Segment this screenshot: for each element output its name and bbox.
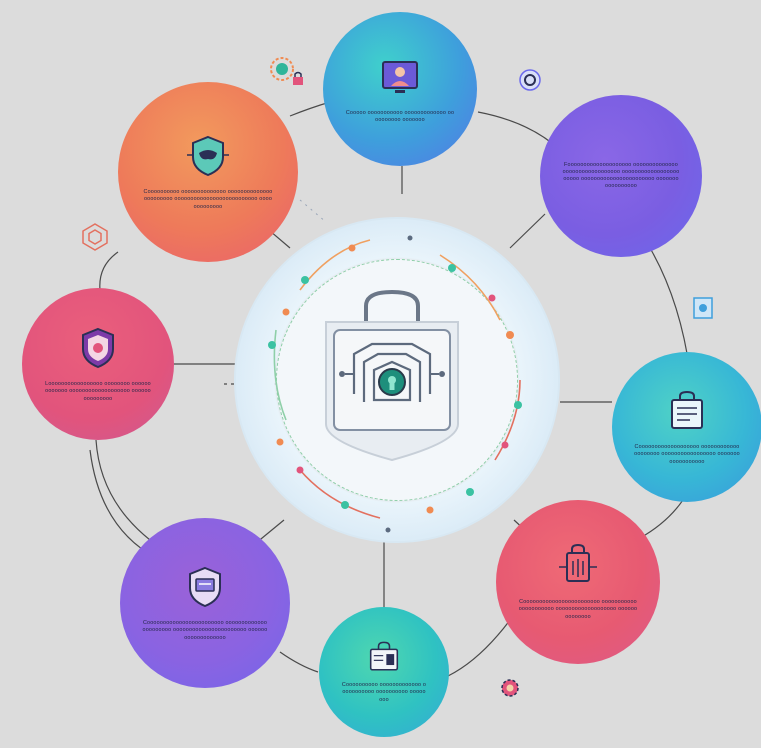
node-left-text: Looooooooooooooooo oooooooo oooooooooooo… bbox=[45, 381, 151, 402]
ring-dot bbox=[426, 506, 434, 514]
ring-vine-topright bbox=[439, 254, 501, 321]
ring-vine-left bbox=[273, 329, 287, 421]
node-bottom: Coooooooooo ooooooooooooo ooooooooooo oo… bbox=[319, 607, 449, 737]
connector-bottom-bottomleft bbox=[279, 651, 319, 673]
ring-dot bbox=[296, 466, 304, 474]
gear-icon bbox=[501, 679, 519, 697]
hexagon-network-icon bbox=[82, 223, 108, 251]
ring-dot bbox=[466, 488, 474, 496]
ring-dot bbox=[341, 501, 349, 509]
ring-dot bbox=[348, 244, 356, 252]
ring-dot bbox=[501, 441, 509, 449]
connector-left-topleft bbox=[99, 251, 119, 291]
circuit-lock-icon bbox=[559, 544, 597, 583]
ring-dots bbox=[268, 235, 522, 533]
ring-dot bbox=[385, 527, 391, 533]
node-top-right-text: Foooooooooooooooooooo oooooooooooooo ooo… bbox=[562, 161, 680, 190]
badge-lock-icon bbox=[369, 641, 399, 671]
ring-dot bbox=[276, 438, 284, 446]
digital-shield-icon bbox=[693, 297, 713, 319]
node-top-text: Cooooo ooooooooooo ooooooooooooo ooooooo… bbox=[345, 109, 455, 123]
shield-mask-icon bbox=[187, 136, 229, 177]
ring-dot bbox=[407, 235, 413, 241]
node-bottom-left: Coooooooooooooooooooooooo oooooooooooooo… bbox=[120, 518, 290, 688]
node-bottom-left-text: Coooooooooooooooooooooooo oooooooooooooo… bbox=[142, 620, 268, 641]
node-bottom-right-text: Coooooooooooooooooooooooo oooooooooooooo… bbox=[518, 599, 638, 620]
node-right: Cooooooooooooooooooo ooooooooooooooooooo… bbox=[612, 352, 761, 502]
ring-vine-bottom bbox=[299, 469, 381, 519]
node-top: Cooooo ooooooooooo ooooooooooooo ooooooo… bbox=[323, 12, 477, 166]
shield-lock-circuit-icon bbox=[325, 289, 459, 462]
shield-badge-icon bbox=[82, 328, 114, 369]
node-bottom-text: Coooooooooo ooooooooooooo ooooooooooo oo… bbox=[341, 682, 427, 703]
dashed-topleft bbox=[299, 199, 327, 223]
ring-dot bbox=[506, 331, 514, 339]
connector-bottomright-bottom bbox=[447, 619, 511, 677]
gear-badge-icon bbox=[270, 57, 294, 81]
connector-bottomleft-left bbox=[95, 439, 151, 541]
monitor-user-icon bbox=[382, 60, 418, 93]
ring-dot bbox=[488, 294, 496, 302]
node-top-left: Coooooooooo oooooooooooooo ooooooooooooo… bbox=[118, 82, 298, 262]
ring-vine-right bbox=[494, 379, 521, 461]
ring-dot bbox=[514, 401, 522, 409]
node-top-right: Foooooooooooooooooooo oooooooooooooo ooo… bbox=[540, 95, 702, 257]
small-lock-icon bbox=[293, 71, 303, 85]
ring-dot bbox=[301, 276, 309, 284]
spoke-topright bbox=[509, 213, 546, 249]
node-left: Looooooooooooooooo oooooooo oooooooooooo… bbox=[22, 288, 174, 440]
node-top-left-text: Coooooooooo oooooooooooooo ooooooooooooo… bbox=[143, 189, 273, 210]
shield-card-icon bbox=[189, 567, 221, 608]
ring-dot bbox=[268, 341, 276, 349]
node-right-text: Cooooooooooooooooooo ooooooooooooooooooo… bbox=[634, 444, 740, 465]
document-lock-icon bbox=[671, 391, 703, 430]
ring-dot bbox=[448, 264, 456, 272]
node-bottom-right: Coooooooooooooooooooooooo oooooooooooooo… bbox=[496, 500, 660, 664]
target-icon bbox=[519, 69, 541, 91]
ring-vine-top bbox=[299, 239, 371, 291]
ring-dot bbox=[282, 308, 290, 316]
